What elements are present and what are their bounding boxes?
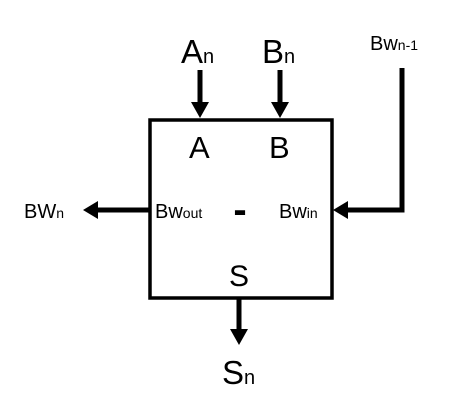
port-label-bw-out: Bwout [155,201,202,223]
port-label-s: S [229,260,249,293]
input-label-b-n: Bn [262,33,295,70]
input-arrow-a [191,70,209,118]
input-label-bw-n-minus-1: Bwn-1 [370,33,418,55]
borrow-in-arrow [333,68,405,219]
output-label-bw-n: BWn [24,201,64,223]
operation-symbol: - [233,188,246,232]
port-label-a: A [189,130,210,165]
borrow-out-arrow [83,201,150,219]
input-label-a-n: An [181,33,214,70]
output-label-s-n: Sn [222,354,255,391]
port-label-bw-in: Bwin [279,201,318,223]
output-arrow-s [230,298,248,345]
input-arrow-b [271,70,289,118]
port-label-b: B [269,130,290,165]
